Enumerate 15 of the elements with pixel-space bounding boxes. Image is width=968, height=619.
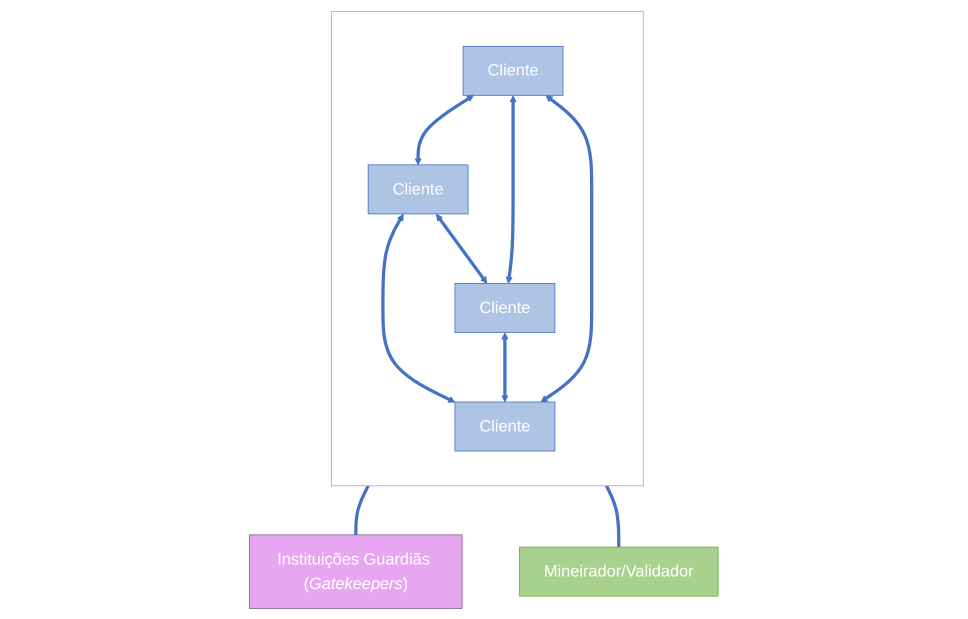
- cluster: [331, 10, 644, 486]
- arrow: [540, 94, 594, 402]
- arrow: [501, 332, 509, 402]
- node-box: [519, 546, 719, 596]
- node-box: [454, 401, 556, 451]
- connector: [354, 484, 370, 534]
- node-box: [462, 45, 564, 96]
- connector: [605, 484, 621, 547]
- arrow: [506, 94, 517, 284]
- node-box: [368, 164, 469, 214]
- node-box: [249, 534, 463, 608]
- arrow: [414, 94, 474, 165]
- node-box: [454, 282, 556, 332]
- arrow: [436, 213, 488, 284]
- arrow: [381, 213, 456, 402]
